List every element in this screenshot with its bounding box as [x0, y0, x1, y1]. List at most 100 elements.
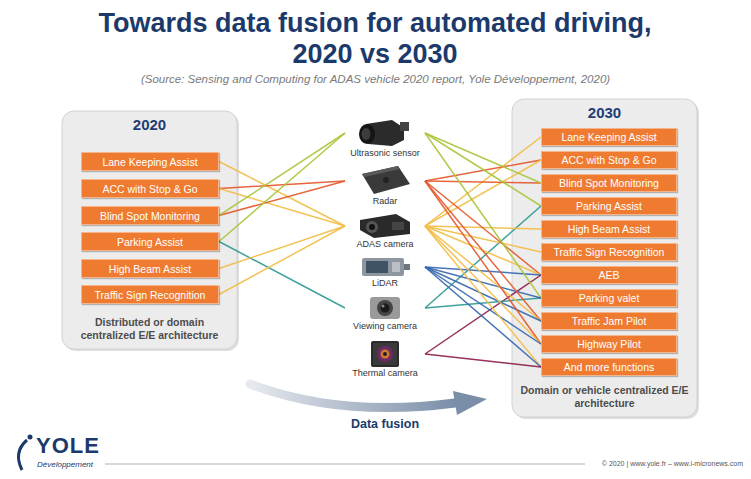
radar-icon [362, 166, 410, 194]
thermal-camera-face [373, 343, 397, 365]
function-label: Lane Keeping Assist [102, 156, 197, 168]
logo-swoosh [18, 440, 27, 470]
function-label: High Beam Assist [109, 263, 191, 275]
function-label: Highway Pilot [577, 338, 641, 350]
lidar-detail [392, 262, 400, 272]
sensor-icon-space [345, 340, 425, 368]
function-box: Parking Assist [81, 232, 219, 251]
function-label: Blind Spot Monitoring [559, 177, 659, 189]
sensor-node: Thermal camera [345, 340, 425, 379]
adas-camera-lens [369, 224, 375, 230]
source-caption: (Source: Sensing and Computing for ADAS … [0, 73, 751, 85]
sensor-link [219, 189, 345, 227]
function-label: Parking valet [579, 292, 640, 304]
function-box: Parking valet [541, 289, 677, 307]
logo-subtitle: Développement [37, 460, 93, 470]
lidar-icon [362, 258, 404, 276]
sensor-link [425, 275, 541, 354]
sensor-link [425, 226, 541, 344]
sensor-link [425, 206, 541, 308]
panel-shape [512, 99, 697, 417]
sensor-label: Ultrasonic sensor [350, 148, 420, 159]
sensor-link [219, 133, 345, 242]
function-box: Traffic Sign Recognition [81, 285, 219, 304]
sensor-link [425, 267, 541, 321]
sensor-label: Radar [373, 196, 398, 207]
function-label: Parking Assist [117, 236, 183, 248]
logo-dot [28, 435, 33, 440]
function-label: Traffic Sign Recognition [95, 289, 206, 301]
logo-wordmark-block: YOLE [36, 434, 100, 458]
function-box: High Beam Assist [81, 259, 219, 278]
thermal-camera-lens-ring [377, 346, 393, 362]
sensor-node: Radar [345, 166, 425, 207]
sensor-icon-space [345, 118, 425, 148]
sensor-link [425, 181, 541, 275]
architecture-panel: 2030Domain or vehicle centralized E/E ar… [512, 99, 697, 417]
sensor-label: LiDAR [372, 278, 398, 289]
viewing-camera-glint [382, 305, 385, 308]
function-box: Blind Spot Monitoring [541, 174, 677, 192]
sensor-link [425, 181, 541, 321]
sensor-node: LiDAR [345, 256, 425, 289]
panel-footer: Domain or vehicle centralized E/E archit… [512, 384, 697, 417]
sensor-link [425, 354, 541, 367]
ultrasonic-sensor-face [359, 124, 375, 144]
function-box: Traffic Sign Recognition [541, 243, 677, 261]
sensor-link [425, 267, 541, 367]
panel-heading: 2030 [512, 99, 697, 121]
panel-heading: 2020 [62, 111, 237, 133]
thermal-camera-lens [381, 350, 390, 359]
viewing-camera-lens [381, 304, 390, 313]
radar-screw [383, 177, 389, 183]
process-label: Data fusion [315, 417, 455, 431]
logo-wordmark: YOLE [36, 434, 100, 458]
function-box: ACC with Stop & Go [81, 179, 219, 198]
diagram-title: Towards data fusion for automated drivin… [80, 8, 670, 70]
diagram-title-block: Towards data fusion for automated drivin… [80, 8, 670, 70]
fusion-arrow-head [453, 391, 487, 415]
sensor-link [425, 181, 541, 344]
footer-rule [105, 464, 585, 465]
process-label-block: Data fusion [315, 417, 455, 431]
function-label: Lane Keeping Assist [561, 131, 656, 143]
sensor-link [425, 226, 541, 367]
sensor-link [219, 162, 345, 227]
sensor-node: Ultrasonic sensor [345, 118, 425, 159]
function-box: Blind Spot Monitoring [81, 206, 219, 225]
function-label: Traffic Jam Pilot [572, 315, 647, 327]
sensor-link [425, 226, 541, 321]
source-caption-block: (Source: Sensing and Computing for ADAS … [0, 73, 751, 85]
sensor-icon-space [345, 166, 425, 196]
adas-camera-icon [360, 214, 410, 238]
sensor-node: ADAS camera [345, 213, 425, 250]
function-box: Lane Keeping Assist [541, 128, 677, 146]
copyright-note: © 2020 | www.yole.fr – www.i-micronews.c… [602, 459, 743, 468]
function-box: High Beam Assist [541, 220, 677, 238]
function-box: And more functions [541, 358, 677, 376]
sensor-link [219, 133, 345, 216]
ultrasonic-sensor-plug [400, 122, 409, 131]
function-box: ACC with Stop & Go [541, 151, 677, 169]
function-box: Traffic Jam Pilot [541, 312, 677, 330]
function-label: Traffic Sign Recognition [554, 246, 665, 258]
panel-footer: Distributed or domain centralized E/E ar… [62, 316, 237, 349]
function-box: Highway Pilot [541, 335, 677, 353]
architecture-panel: 2020Distributed or domain centralized E/… [62, 111, 237, 349]
sensor-icon-space [345, 256, 425, 278]
viewing-camera-icon [370, 297, 400, 319]
function-label: Parking Assist [576, 200, 642, 212]
function-box: Parking Assist [541, 197, 677, 215]
sensor-link [425, 137, 541, 226]
sensor-node: Viewing camera [345, 295, 425, 332]
sensor-link [219, 242, 345, 309]
lidar-window [366, 261, 388, 273]
sensor-label: Viewing camera [353, 321, 417, 332]
adas-camera-lens-ring [366, 221, 378, 233]
function-label: ACC with Stop & Go [561, 154, 656, 166]
logo-subtitle-block: Développement [37, 460, 93, 470]
sensor-link [219, 181, 345, 216]
thermal-camera-icon [371, 341, 399, 367]
sensor-icon-space [345, 213, 425, 239]
